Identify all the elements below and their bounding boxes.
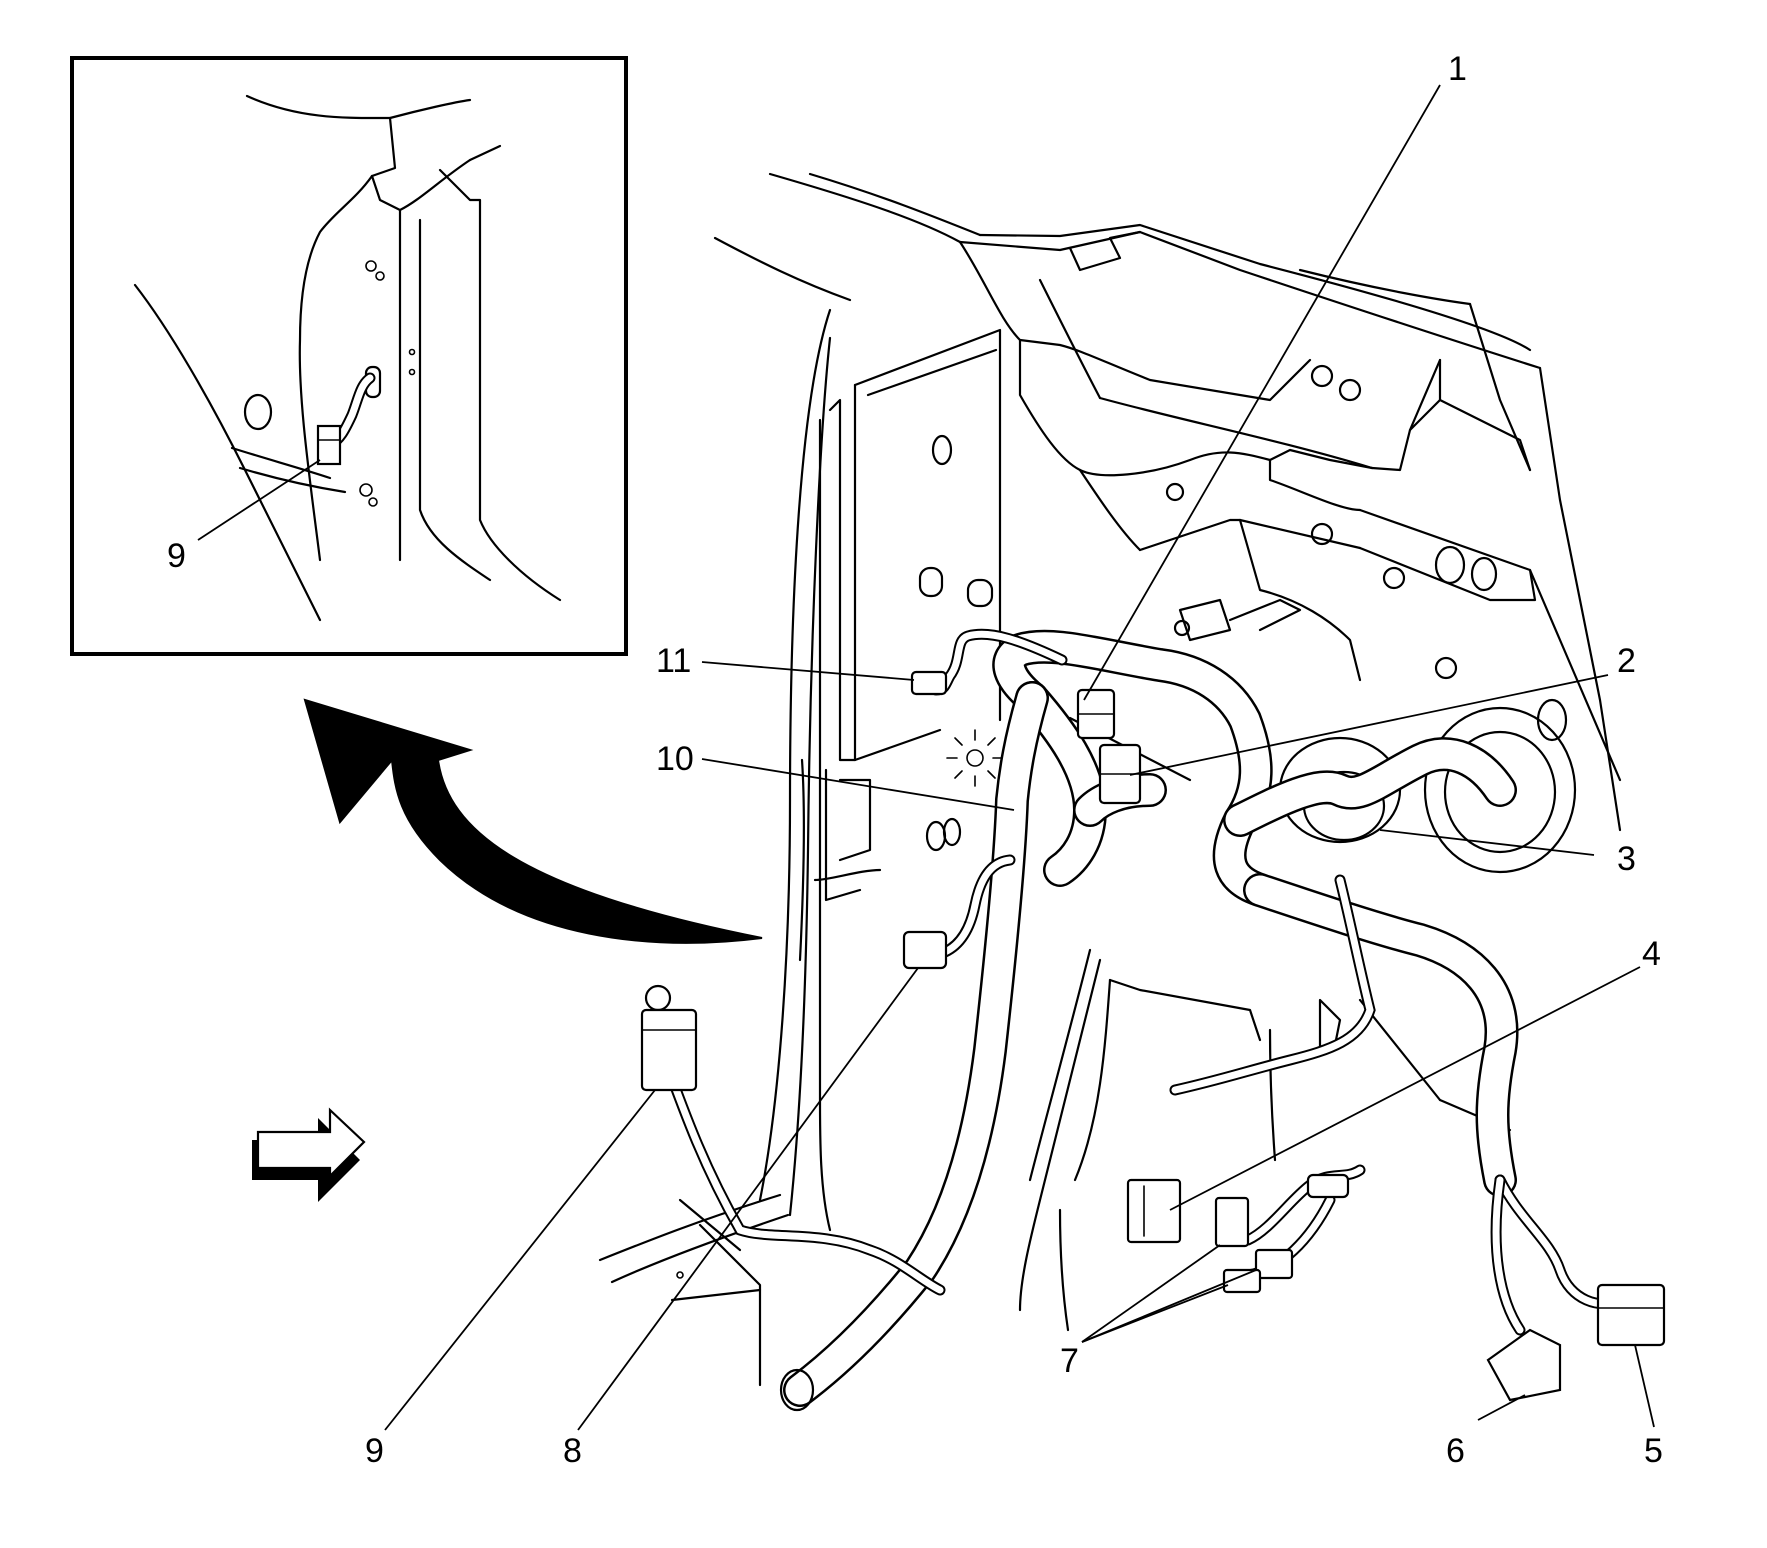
leader-5: [1634, 1344, 1655, 1428]
connector-8: [902, 930, 948, 970]
leader-9: [384, 1089, 656, 1431]
callout-labels: 1 2 3 4 5 6 7 8 9 10 11: [365, 50, 1663, 1470]
callout-4: 4: [1642, 935, 1661, 973]
connector-5: [1596, 1283, 1666, 1347]
clip-near-4: [1306, 1173, 1350, 1199]
leader-10: [701, 758, 1015, 811]
leader-8: [577, 967, 919, 1431]
callout-3: 3: [1617, 840, 1636, 878]
callout-10: 10: [656, 740, 694, 778]
callout-7: 7: [1060, 1342, 1079, 1380]
view-direction-arrow: [303, 698, 763, 944]
inset-body-structure: [133, 94, 562, 622]
inset-connector-9: [316, 424, 342, 466]
leader-7a: [1081, 1244, 1221, 1343]
leader-2: [1129, 674, 1609, 776]
connector-1: [1076, 688, 1116, 740]
callout-2: 2: [1617, 642, 1636, 680]
leader-7c: [1081, 1284, 1229, 1343]
inset-callout-9: 9: [167, 537, 186, 575]
leader-4: [1169, 966, 1641, 1211]
leader-1: [1083, 84, 1441, 701]
leader-11: [701, 661, 915, 681]
connector-6: [1486, 1328, 1562, 1402]
leader-6: [1477, 1394, 1526, 1421]
light-symbol: [946, 729, 1004, 787]
inset-detail-view: 9: [70, 56, 628, 656]
leader-3: [1379, 829, 1595, 856]
stud-bolts: [1165, 364, 1458, 680]
callout-1: 1: [1448, 50, 1467, 88]
leader-lines: [384, 84, 1655, 1431]
connector-11: [910, 670, 948, 696]
front-view-arrow: [252, 1107, 366, 1202]
callout-8: 8: [563, 1432, 582, 1470]
inset-frame: [70, 56, 628, 656]
inset-leader-9: [197, 459, 321, 541]
callout-6: 6: [1446, 1432, 1465, 1470]
callout-5: 5: [1644, 1432, 1663, 1470]
connector-9: [640, 984, 698, 1092]
callout-9: 9: [365, 1432, 384, 1470]
main-harness-trunk: [783, 629, 1519, 1407]
connector-4: [1126, 1178, 1182, 1244]
callout-11: 11: [656, 642, 691, 680]
connectors-7: [1214, 1196, 1294, 1294]
harness-end-cap: [779, 1368, 815, 1412]
inset-wire-and-connector: [316, 372, 376, 466]
